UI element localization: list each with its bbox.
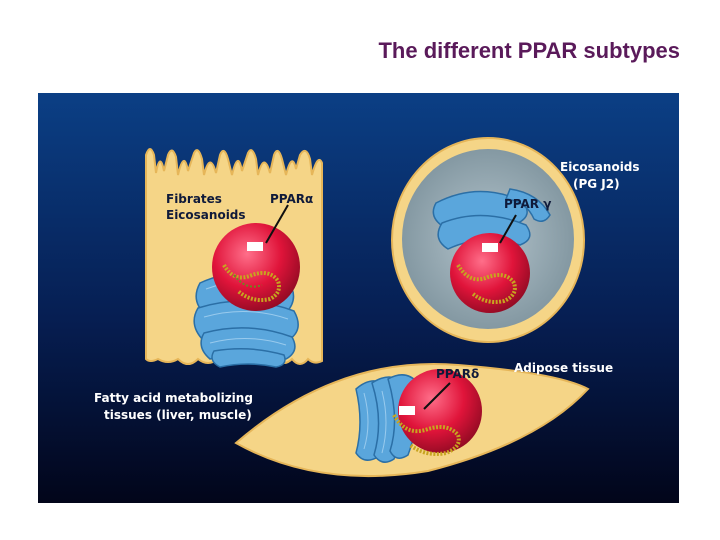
cell-gamma-ligand-1: Eicosanoids <box>560 160 640 174</box>
cell-delta-dna <box>392 413 461 456</box>
cell-alpha: Fibrates Eicosanoids PPARα <box>145 148 323 368</box>
cell-gamma: PPAR γ Eicosanoids (PG J2) <box>391 137 640 343</box>
cell-gamma-nucleus <box>450 233 530 313</box>
ppar-diagram-panel: Fibrates Eicosanoids PPARα PPAR γ Eicosa… <box>38 93 679 503</box>
cell-gamma-ligand-2: (PG J2) <box>573 177 620 191</box>
ppar-diagram: Fibrates Eicosanoids PPARα PPAR γ Eicosa… <box>38 93 679 503</box>
slide-title: The different PPAR subtypes <box>378 38 680 63</box>
cell-gamma-ppre-box <box>482 243 498 252</box>
cell-delta-note-1: Fatty acid metabolizing <box>94 391 253 405</box>
cell-gamma-golgi <box>432 188 551 250</box>
cell-alpha-receptor-label: PPARα <box>270 192 313 206</box>
cell-delta-nucleus <box>398 369 482 453</box>
cell-alpha-ppre-box <box>247 242 263 251</box>
cell-alpha-ligand-2: Eicosanoids <box>166 208 246 222</box>
cell-delta-ppre-box <box>399 406 415 415</box>
cell-gamma-receptor-label: PPAR γ <box>504 197 551 211</box>
cell-alpha-ligand-1: Fibrates <box>166 192 222 206</box>
cell-delta-tissue-label: Adipose tissue <box>514 361 613 375</box>
cell-delta: PPARδ Adipose tissue Fatty acid metaboli… <box>94 361 613 478</box>
cell-gamma-dna <box>456 263 517 304</box>
cell-delta-note-2: tissues (liver, muscle) <box>104 408 252 422</box>
cell-delta-receptor-label: PPARδ <box>436 367 479 381</box>
